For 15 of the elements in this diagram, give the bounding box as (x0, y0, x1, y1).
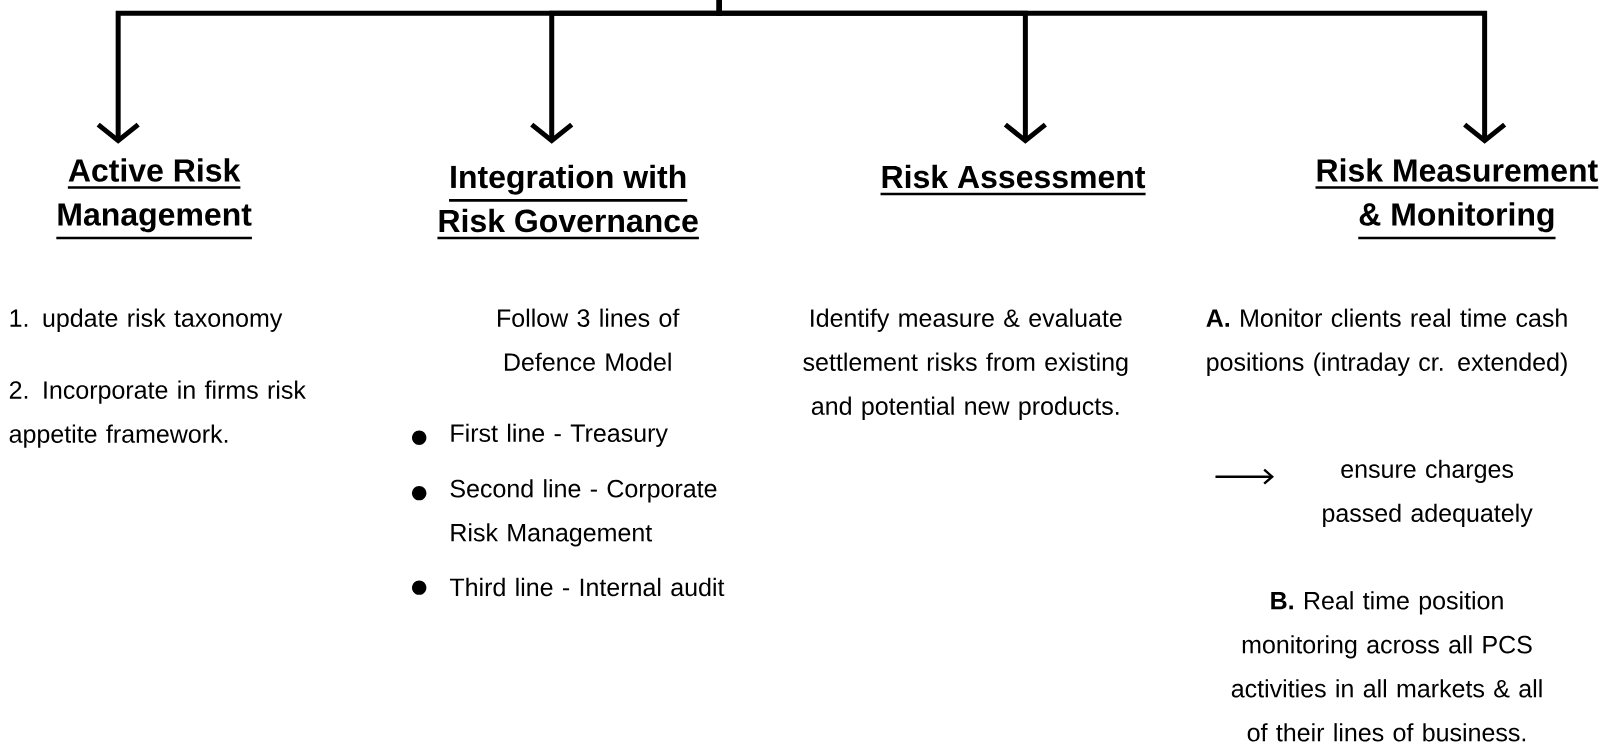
body-text: Follow 3 lines of Defence Model (498, 308, 680, 371)
body-text: A. Monitor clients real time cash positions (intraday cr. extended) (1206, 308, 1567, 376)
list-item: 1. update risk taxonomy (10, 308, 283, 332)
heading: Active Risk Management (56, 158, 252, 240)
heading: Risk Measurement & Monitoring (1315, 158, 1599, 240)
heading: Integration with Risk Governance (437, 164, 699, 240)
list-item: 2. Incorporate in firms risk appetite framework. (9, 380, 306, 448)
list-item: First line - Treasury (451, 423, 668, 447)
list-item: Third line - Internal audit (449, 577, 725, 597)
body-text: ensure charges passed adequately (1323, 459, 1533, 527)
body-text: B. Real time position monitoring across all PCS activities in all markets & all of their lines of business. (1231, 591, 1542, 742)
list-item: Second line - Corporate Risk Management (450, 479, 717, 547)
body-text: Identify measure & evaluate settlement risks from existing and potential new products. (803, 308, 1128, 420)
arrow (716, 0, 1507, 144)
heading: Risk Assessment (880, 164, 1146, 196)
